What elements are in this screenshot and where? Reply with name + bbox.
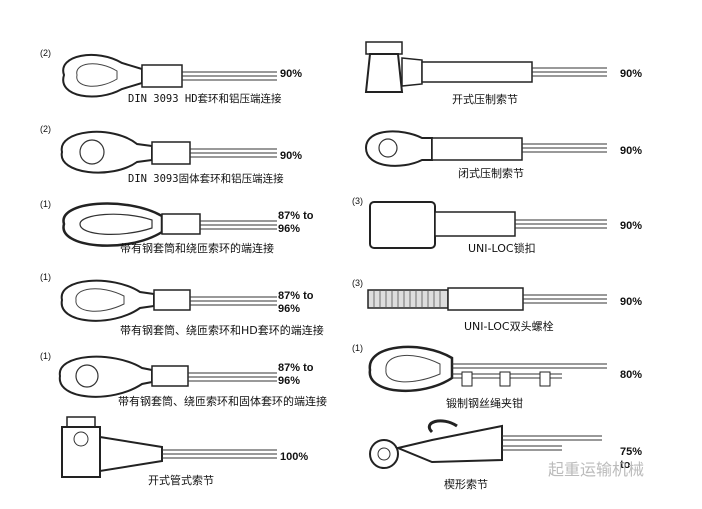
uniloc-stud-illustration xyxy=(367,287,607,311)
fitting-caption: UNI-LOC锁扣 xyxy=(468,242,536,255)
efficiency-value: 75% to xyxy=(620,446,643,471)
closed-swaged-illustration xyxy=(364,130,607,167)
fitting-caption: 带有钢套筒、绕匝索环和HD套环的端连接 xyxy=(120,324,324,337)
fitting-caption: 开式压制索节 xyxy=(452,93,518,106)
loop-sleeve-illustration xyxy=(62,202,277,247)
fitting-caption: 开式管式索节 xyxy=(148,474,214,487)
efficiency-value: 90% xyxy=(620,145,643,157)
fitting-caption: UNI-LOC双头螺栓 xyxy=(464,320,554,333)
efficiency-value: 80% xyxy=(620,369,643,381)
open-swaged-illustration xyxy=(364,41,607,93)
open-socket-illustration xyxy=(61,416,277,478)
efficiency-value: 90% xyxy=(280,68,303,80)
efficiency-value: 87% to 96% xyxy=(278,210,314,235)
efficiency-value: 90% xyxy=(620,296,643,308)
footnote-marker: (1) xyxy=(352,343,363,353)
efficiency-value: 90% xyxy=(620,220,643,232)
thimble-ferrule-illustration xyxy=(62,53,277,98)
efficiency-value: 87% to 96% xyxy=(278,290,314,315)
fitting-caption: 楔形索节 xyxy=(444,478,488,491)
footnote-marker: (2) xyxy=(40,48,51,58)
solid-sleeve-illustration xyxy=(58,355,277,398)
footnote-marker: (2) xyxy=(40,124,51,134)
fitting-caption: 闭式压制索节 xyxy=(458,167,524,180)
efficiency-value: 87% to 96% xyxy=(278,362,314,387)
footnote-marker: (1) xyxy=(40,199,51,209)
fitting-caption: 带有钢套筒、绕匝索环和固体套环的端连接 xyxy=(118,395,327,408)
uniloc-illustration xyxy=(369,201,607,249)
fitting-caption: 带有钢套筒和绕匝索环的端连接 xyxy=(120,242,274,255)
footnote-marker: (3) xyxy=(352,196,363,206)
fitting-caption: DIN 3093固体套环和铝压端连接 xyxy=(128,173,284,185)
fitting-caption: 锻制钢丝绳夹钳 xyxy=(446,397,523,410)
footnote-marker: (1) xyxy=(40,272,51,282)
wedge-socket-illustration xyxy=(369,419,602,469)
efficiency-value: 90% xyxy=(280,150,303,162)
footnote-marker: (3) xyxy=(352,278,363,288)
thimble-sleeve-illustration xyxy=(60,279,277,322)
solid-thimble-ferrule-illustration xyxy=(60,130,277,174)
wire-rope-clips-illustration xyxy=(368,345,607,393)
fitting-caption: DIN 3093 HD套环和铝压端连接 xyxy=(128,93,282,105)
efficiency-value: 100% xyxy=(280,451,309,463)
footnote-marker: (1) xyxy=(40,351,51,361)
efficiency-value: 90% xyxy=(620,68,643,80)
watermark-text: 起重运输机械 xyxy=(548,460,645,479)
